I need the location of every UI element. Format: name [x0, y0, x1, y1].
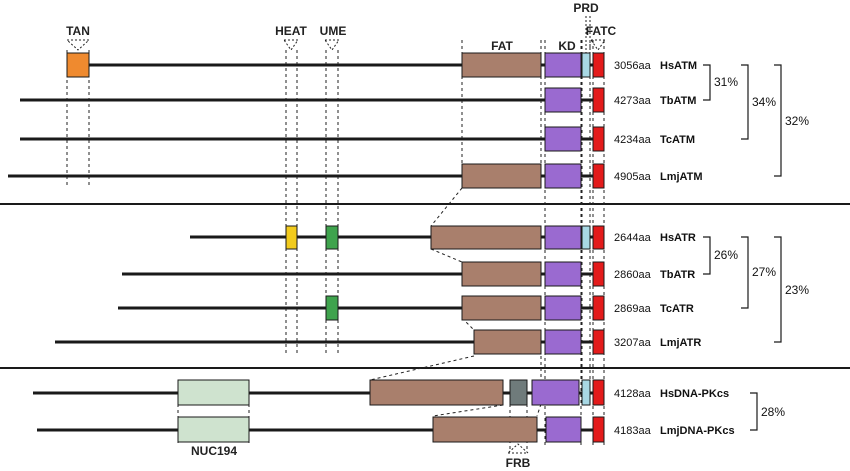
- ume-label: UME: [320, 24, 347, 38]
- protein-length: 2644aa: [614, 232, 652, 244]
- tan-domain: [66, 52, 90, 78]
- protein-name: LmjATR: [660, 337, 701, 349]
- protein-length: 4128aa: [614, 388, 652, 400]
- protein-length: 4183aa: [614, 425, 652, 437]
- frb-domain: [509, 379, 528, 406]
- nuc194-domain: [177, 379, 250, 406]
- kd-domain: [545, 416, 582, 443]
- protein-name: LmjATM: [660, 171, 703, 183]
- protein-length: 2860aa: [614, 269, 652, 281]
- identity-percent: 31%: [714, 75, 738, 89]
- fatc-domain: [592, 379, 605, 406]
- frb-label: FRB: [506, 456, 531, 470]
- ume-domain: [325, 295, 339, 321]
- identity-percent: 26%: [714, 248, 738, 262]
- prd-domain: [581, 379, 591, 406]
- prd-domain: [581, 225, 591, 250]
- heat-label: HEAT: [275, 24, 307, 38]
- protein-labels: 3056aa HsATM 4273aa TbATM 4234aa TcATM 4…: [614, 60, 735, 437]
- fatc-domain: [592, 87, 605, 113]
- kd-domain: [531, 379, 580, 406]
- kd-domain: [544, 163, 582, 189]
- protein-length: 4905aa: [614, 171, 652, 183]
- fatc-domain: [592, 329, 605, 355]
- kd-domain: [544, 261, 582, 287]
- identity-percent: 27%: [752, 265, 776, 279]
- domain-indicators: [65, 16, 606, 454]
- identity-brackets: [703, 64, 782, 431]
- fat-domain: [461, 295, 542, 321]
- fat-label: FAT: [491, 39, 513, 53]
- fatc-domain: [592, 261, 605, 287]
- protein-length: 3207aa: [614, 337, 652, 349]
- fatc-domain: [592, 295, 605, 321]
- ume-domain: [325, 225, 339, 250]
- protein-name: LmjDNA-PKcs: [660, 425, 735, 437]
- protein-name: TbATR: [660, 269, 695, 281]
- identity-percent: 28%: [761, 405, 785, 419]
- kd-domain: [544, 87, 582, 113]
- protein-name: HsDNA-PKcs: [660, 388, 729, 400]
- protein-name: HsATR: [660, 232, 696, 244]
- fat-domain: [369, 379, 504, 406]
- identity-percent: 34%: [752, 95, 776, 109]
- fatc-domain: [592, 126, 605, 152]
- prd-domain: [581, 52, 591, 78]
- protein-name: TcATR: [660, 303, 694, 315]
- protein-name: TbATM: [660, 95, 696, 107]
- protein-length: 4273aa: [614, 95, 652, 107]
- prd-label: PRD: [573, 1, 599, 15]
- protein-length: 4234aa: [614, 134, 652, 146]
- fat-domain: [432, 416, 538, 443]
- fat-domain: [430, 225, 542, 250]
- identity-percent: 23%: [785, 283, 809, 297]
- identity-percent: 32%: [785, 114, 809, 128]
- protein-name: HsATM: [660, 60, 697, 72]
- kd-domain: [544, 295, 582, 321]
- fatc-domain: [592, 225, 605, 250]
- protein-length: 2869aa: [614, 303, 652, 315]
- kd-domain: [544, 225, 582, 250]
- kd-domain: [544, 52, 582, 78]
- kd-domain: [544, 126, 582, 152]
- kd-domain: [544, 329, 582, 355]
- protein-name: TcATM: [660, 134, 695, 146]
- tan-label: TAN: [66, 24, 90, 38]
- fat-domain: [461, 163, 542, 189]
- nuc194-domain: [177, 416, 250, 443]
- fatc-domain: [592, 163, 605, 189]
- fatc-domain: [592, 52, 605, 78]
- fatc-label: FATC: [586, 24, 617, 38]
- fat-domain: [461, 52, 542, 78]
- nuc194-label: NUC194: [191, 444, 237, 458]
- protein-length: 3056aa: [614, 60, 652, 72]
- kd-label: KD: [558, 39, 576, 53]
- fat-domain: [473, 329, 542, 355]
- heat-domain: [285, 225, 298, 250]
- domain-boxes: [66, 52, 605, 443]
- fatc-domain: [592, 416, 605, 443]
- fat-domain: [461, 261, 542, 287]
